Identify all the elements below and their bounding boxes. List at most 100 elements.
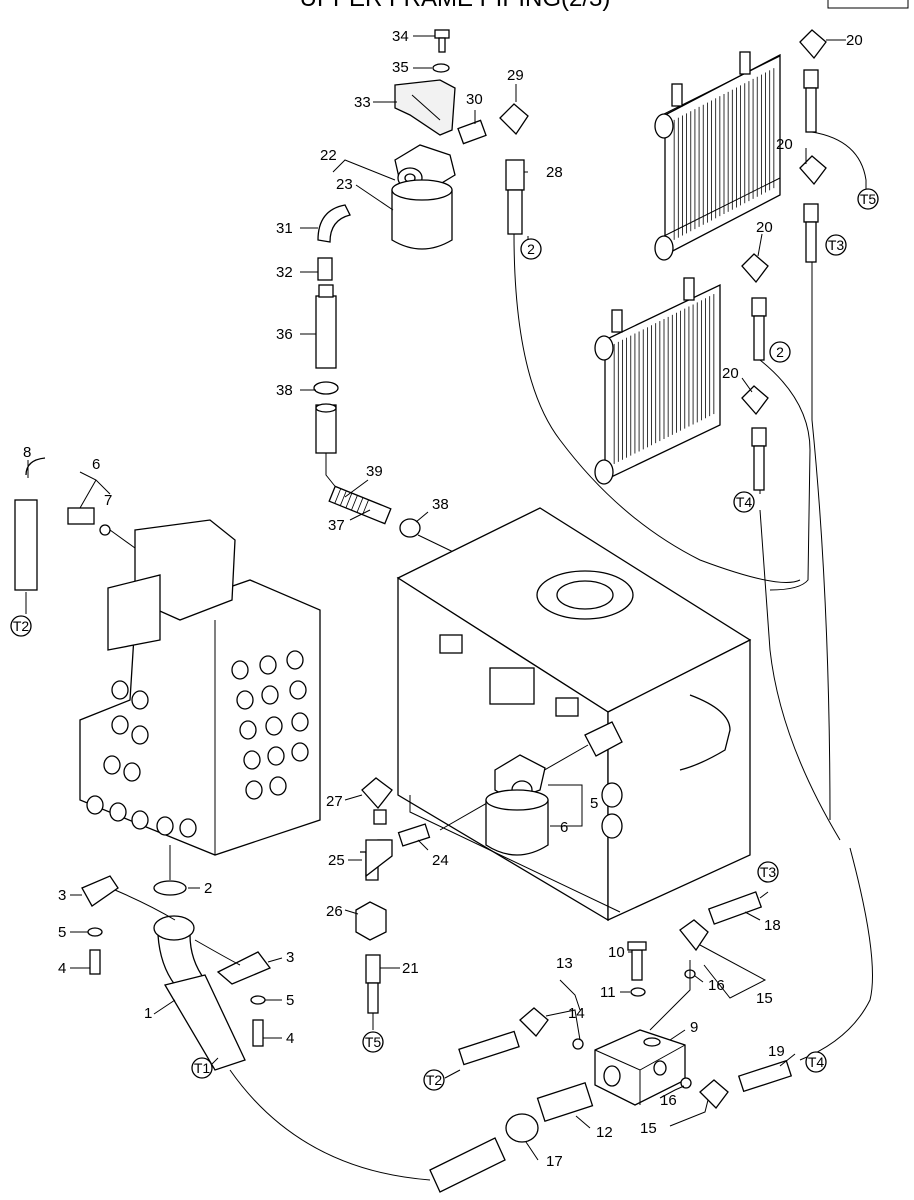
- part-label-16-lower: 16: [660, 1092, 677, 1109]
- valve-port: [131, 725, 149, 745]
- page-title: UPPER FRAME PIPING(2/3): [300, 0, 611, 12]
- page-number-box: [827, 0, 909, 9]
- part-label-3-right: 3: [286, 949, 294, 966]
- valve-port: [259, 655, 277, 675]
- part-label-34: 34: [392, 28, 409, 45]
- tag-T3-lower: T3: [760, 864, 777, 880]
- suction-pipe-assembly: [81, 875, 506, 1193]
- valve-port: [86, 795, 104, 815]
- part-label-14: 14: [568, 1005, 585, 1022]
- part-label-28: 28: [546, 164, 563, 181]
- valve-port: [245, 780, 263, 800]
- part-label-31: 31: [276, 220, 293, 237]
- part-label-9: 9: [690, 1019, 698, 1036]
- valve-port: [265, 716, 283, 736]
- valve-port: [156, 816, 174, 836]
- part-label-25: 25: [328, 852, 345, 869]
- part-label-4-right: 4: [286, 1030, 294, 1047]
- valve-port: [103, 755, 121, 775]
- part-label-17: 17: [546, 1153, 563, 1170]
- valve-port: [111, 715, 129, 735]
- part-label-2: 2: [204, 880, 212, 897]
- tag-2-right: 2: [776, 344, 784, 360]
- valve-port: [123, 762, 141, 782]
- valve-port: [286, 650, 304, 670]
- valve-port: [111, 680, 129, 700]
- part-label-23: 23: [336, 176, 353, 193]
- part-label-38-upper: 38: [276, 382, 293, 399]
- part-label-32: 32: [276, 264, 293, 281]
- valve-port: [131, 690, 149, 710]
- valve-port: [243, 750, 261, 770]
- part-label-10: 10: [608, 944, 625, 961]
- valve-port: [231, 660, 249, 680]
- part-label-11: 11: [600, 984, 616, 1001]
- hydraulic-tank: [396, 507, 752, 922]
- part-label-15-lower: 15: [640, 1120, 657, 1137]
- part-label-8: 8: [23, 444, 31, 461]
- tag-T5-upper: T5: [860, 191, 877, 207]
- part-label-26: 26: [326, 903, 343, 920]
- part-label-16-upper: 16: [708, 977, 725, 994]
- valve-port: [179, 818, 197, 838]
- part-label-6-filter: 6: [560, 819, 568, 836]
- valve-port: [131, 810, 149, 830]
- part-label-20-c: 20: [756, 219, 773, 236]
- part-label-4-left: 4: [58, 960, 66, 977]
- oil-cooler-upper: [654, 51, 781, 261]
- connection-tags: 2 T5 T3 2 T4 T2 T5 T1 T3 T2 T4: [10, 188, 879, 1091]
- part-label-1: 1: [144, 1005, 152, 1022]
- part-label-7: 7: [104, 492, 112, 509]
- part-label-12: 12: [596, 1124, 613, 1141]
- part-label-38-lower: 38: [432, 496, 449, 513]
- part-label-20-d: 20: [722, 365, 739, 382]
- leader-lines: [25, 35, 846, 1161]
- tag-T5-lower: T5: [365, 1034, 382, 1050]
- part-label-36: 36: [276, 326, 293, 343]
- part-label-27: 27: [326, 793, 343, 810]
- part-label-6-upper: 6: [92, 456, 100, 473]
- part-label-5-filter: 5: [590, 795, 598, 812]
- valve-port: [261, 685, 279, 705]
- valve-port: [289, 680, 307, 700]
- tag-T2-left: T2: [13, 618, 30, 634]
- valve-port: [269, 776, 287, 796]
- oil-cooler-lower: [594, 277, 721, 485]
- valve-port: [236, 690, 254, 710]
- control-valve: [14, 457, 321, 896]
- part-label-18: 18: [764, 917, 781, 934]
- return-manifold: [458, 891, 793, 1143]
- valve-port: [239, 720, 257, 740]
- part-label-37: 37: [328, 517, 345, 534]
- part-label-30: 30: [466, 91, 483, 108]
- line-filter-assembly: [485, 754, 549, 856]
- tag-2-upper: 2: [527, 241, 535, 257]
- valve-port: [267, 746, 285, 766]
- part-label-5-left: 5: [58, 924, 66, 941]
- part-label-22: 22: [320, 147, 337, 164]
- valve-port: [291, 712, 309, 732]
- part-labels: 34 35 33 30 29 22 23 28 31 32 36 38 39 3…: [23, 28, 863, 1170]
- valve-port: [291, 742, 309, 762]
- part-label-13: 13: [556, 955, 573, 972]
- part-label-21: 21: [402, 960, 419, 977]
- small-fittings: [355, 777, 431, 1030]
- part-label-33: 33: [354, 94, 371, 111]
- valve-port: [109, 802, 127, 822]
- part-label-19: 19: [768, 1043, 785, 1060]
- part-label-29: 29: [507, 67, 524, 84]
- part-label-35: 35: [392, 59, 409, 76]
- part-label-15-upper: 15: [756, 990, 773, 1007]
- part-label-5-right: 5: [286, 992, 294, 1009]
- part-label-3-left: 3: [58, 887, 66, 904]
- part-label-20-b: 20: [776, 136, 793, 153]
- return-filter-assembly: [313, 29, 801, 583]
- tag-T1: T1: [194, 1060, 211, 1076]
- part-label-39: 39: [366, 463, 383, 480]
- part-label-20-a: 20: [846, 32, 863, 49]
- tag-T4-upper: T4: [736, 494, 753, 510]
- tag-T2-lower: T2: [426, 1072, 443, 1088]
- tag-T4-lower: T4: [808, 1054, 825, 1070]
- tag-T3-upper: T3: [828, 237, 845, 253]
